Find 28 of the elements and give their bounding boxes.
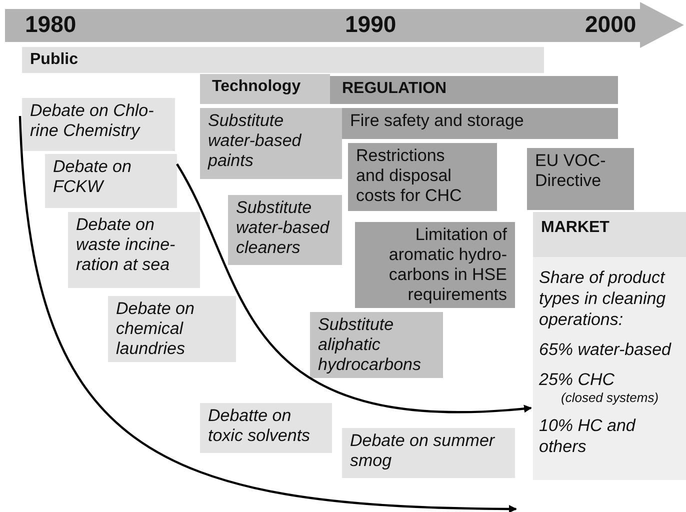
panel-text: (closed systems): [560, 390, 660, 406]
regulation-box: Limitation of aromatic hydro- carbons in HSE requirements: [355, 222, 515, 308]
debate-box: Debate on chemical laundries: [108, 296, 236, 362]
regulation-band: REGULATION: [330, 76, 618, 104]
substitute-box: Substitute water-based paints: [200, 108, 342, 179]
regulation-box: Restrictions and disposal costs for CHC: [348, 143, 497, 211]
year-label: 1990: [345, 11, 396, 38]
panel-text: 65% water-based: [538, 339, 672, 360]
year-label: 2000: [585, 11, 636, 38]
technology-band: Technology: [200, 74, 330, 104]
curved-arrow: [18, 116, 517, 512]
substitute-box: Substitute aliphatic hydrocarbons: [310, 312, 443, 378]
debate-box: Debate on Chlo- rine Chemistry: [22, 98, 175, 151]
public-band: Public: [22, 47, 544, 73]
substitute-box: Substitute water-based cleaners: [228, 195, 342, 265]
market-panel: [533, 212, 686, 480]
debate-box: Debatte on toxic solvents: [200, 403, 332, 453]
debate-box: Debate on FCKW: [45, 154, 177, 208]
regulation-box: Fire safety and storage: [342, 108, 618, 139]
panel-text: Share of product types in cleaning operations:: [538, 267, 667, 330]
debate-box: Debate on waste incine- ration at sea: [68, 212, 200, 288]
section-heading: MARKET: [533, 212, 686, 257]
curved-arrow: [176, 163, 532, 414]
panel-text: 10% HC and others: [538, 415, 637, 457]
debate-box: Debate on summer smog: [342, 428, 515, 478]
year-label: 1980: [25, 11, 76, 38]
panel-text: 25% CHC: [538, 369, 616, 390]
regulation-box: EU VOC- Directive: [527, 148, 634, 210]
